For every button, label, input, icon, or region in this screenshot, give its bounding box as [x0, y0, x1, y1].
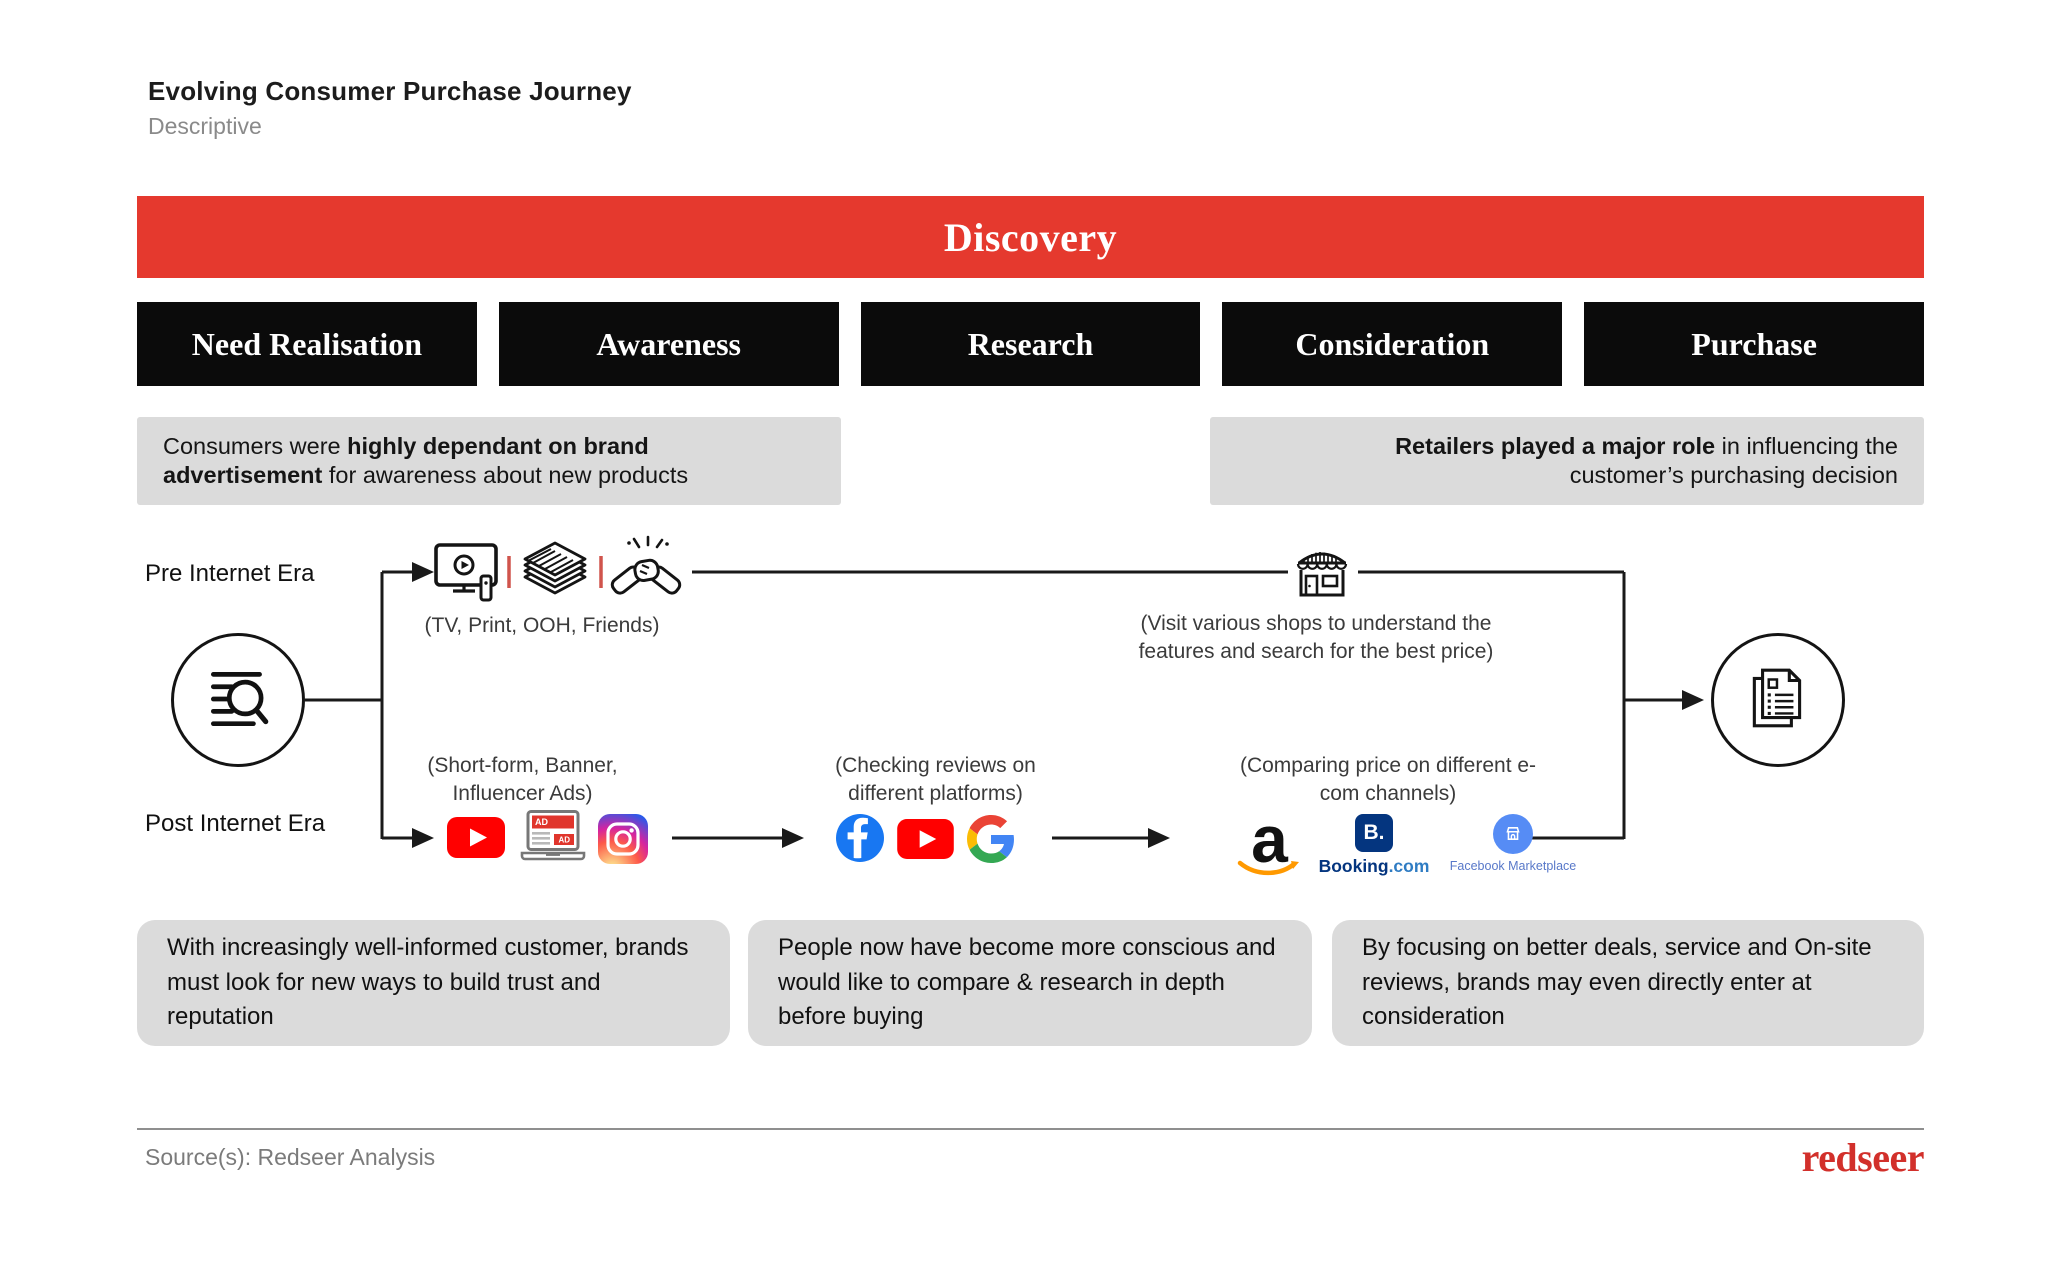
footer-divider — [137, 1128, 1924, 1130]
storefront-icon — [1292, 543, 1352, 606]
stage-awareness: Awareness — [498, 302, 839, 386]
banner-ad-laptop-icon: AD AD — [519, 810, 587, 867]
marketplace-circle — [1493, 814, 1533, 854]
icon-separators — [507, 556, 603, 588]
handshake-icon — [608, 534, 684, 611]
amazon-letter: a — [1251, 802, 1288, 876]
facebook-icon — [836, 814, 884, 867]
journey-stages: Need Realisation Awareness Research Cons… — [137, 302, 1924, 386]
booking-square-logo: B. — [1355, 814, 1393, 852]
insight-right: Retailers played a major role in influen… — [1210, 417, 1924, 505]
takeaway-box-awareness: With increasingly well-informed customer… — [137, 920, 730, 1046]
stage-consideration: Consideration — [1222, 302, 1563, 386]
stage-label: Purchase — [1691, 325, 1817, 362]
takeaway-box-research: People now have become more conscious an… — [748, 920, 1312, 1046]
post-awareness-caption: (Short-form, Banner, Influencer Ads) — [427, 754, 618, 806]
stage-research: Research — [860, 302, 1201, 386]
post-consideration-caption: (Comparing price on different e-com chan… — [1239, 754, 1537, 806]
discovery-banner-label: Discovery — [943, 214, 1118, 260]
takeaway-text: People now have become more conscious an… — [778, 934, 1276, 1031]
stage-purchase: Purchase — [1584, 302, 1924, 386]
stage-label: Consideration — [1295, 325, 1490, 362]
takeaway-box-consideration: By focusing on better deals, service and… — [1332, 920, 1924, 1046]
insight-left-text: Consumers were highly dependant on brand… — [163, 433, 689, 488]
youtube-icon — [897, 819, 954, 864]
amazon-icon: a — [1236, 802, 1302, 883]
era-label-post-internet: Post Internet Era — [145, 810, 326, 837]
journey-start-node — [171, 633, 305, 767]
search-listing-icon — [200, 660, 276, 741]
pre-channels-caption: (TV, Print, OOH, Friends) — [424, 614, 660, 637]
youtube-icon — [447, 817, 505, 863]
post-research-caption: (Checking reviews on different platforms… — [835, 754, 1036, 806]
tv-icon — [434, 540, 500, 609]
stage-need-realisation: Need Realisation — [137, 302, 477, 386]
documents-icon — [1742, 662, 1814, 739]
stage-label: Research — [967, 325, 1094, 362]
page-title: Evolving Consumer Purchase Journey — [148, 76, 632, 106]
marketplace-wordmark: Facebook Marketplace — [1449, 859, 1577, 873]
insight-right-text: Retailers played a major role in influen… — [1395, 433, 1898, 488]
instagram-icon — [598, 814, 648, 864]
booking-icon: B. Booking.com — [1316, 814, 1432, 877]
takeaway-text: By focusing on better deals, service and… — [1362, 934, 1872, 1031]
stage-label: Need Realisation — [191, 325, 422, 362]
header: Evolving Consumer Purchase Journey Descr… — [148, 76, 632, 140]
journey-end-node — [1711, 633, 1845, 767]
shop-caption: (Visit various shops to understand the f… — [1138, 612, 1494, 664]
redseer-logo: redseer — [1801, 1135, 1925, 1180]
svg-text:AD: AD — [559, 836, 571, 845]
takeaway-text: With increasingly well-informed customer… — [167, 934, 689, 1031]
discovery-banner: Discovery — [137, 196, 1924, 278]
facebook-marketplace-icon: Facebook Marketplace — [1428, 814, 1598, 873]
svg-text:AD: AD — [535, 817, 548, 827]
print-icon — [520, 538, 590, 605]
era-label-pre-internet: Pre Internet Era — [145, 560, 315, 587]
booking-wordmark: Booking.com — [1318, 856, 1430, 876]
google-icon — [967, 815, 1015, 868]
stage-label: Awareness — [596, 325, 741, 362]
insight-left: Consumers were highly dependant on brand… — [137, 417, 841, 505]
page-subtitle: Descriptive — [148, 113, 262, 139]
source-note: Source(s): Redseer Analysis — [145, 1144, 436, 1170]
